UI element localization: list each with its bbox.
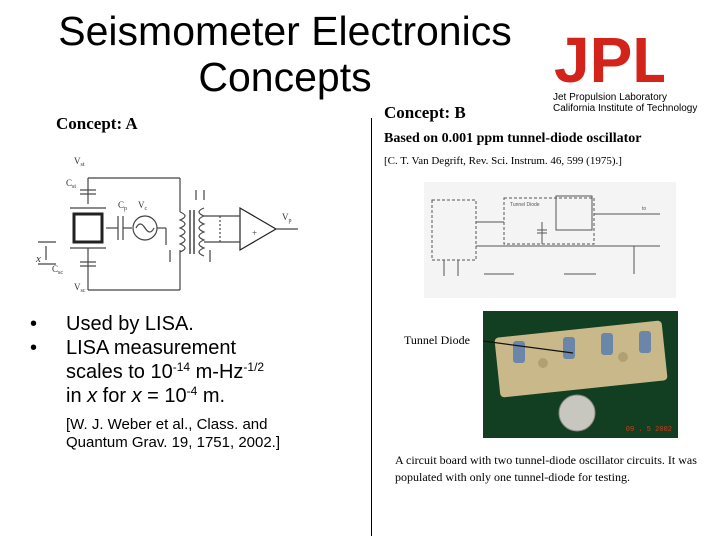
bullet-lisa: Used by LISA. xyxy=(30,312,264,336)
concept-b-schematic: Tunnel Diode to xyxy=(424,182,676,298)
title-line-1: Seismometer Electronics xyxy=(58,8,512,54)
circuit-board-photo: 09 . 5 2002 xyxy=(483,311,678,438)
concept-a-heading: Concept: A xyxy=(56,114,138,133)
concept-a-reference: [W. J. Weber et al., Class. and Quantum … xyxy=(66,416,281,451)
svg-text:x: x xyxy=(35,253,41,265)
svg-text:Cp: Cp xyxy=(118,200,127,212)
svg-text:Vsc: Vsc xyxy=(74,282,86,294)
bullet-measurement-line-2: scales to 10-14 m-Hz-1/2 xyxy=(66,360,265,383)
jpl-logo-mark: JPL xyxy=(554,26,664,90)
svg-text:Tunnel Diode: Tunnel Diode xyxy=(510,202,540,208)
logo-lab-name: Jet Propulsion Laboratory xyxy=(553,92,667,103)
bullet-measurement: LISA measurement xyxy=(30,336,264,360)
concept-b-basis: Based on 0.001 ppm tunnel-diode oscillat… xyxy=(384,131,642,146)
bullet-measurement-line-3: in x for x = 10-4 m. xyxy=(66,384,226,407)
column-divider xyxy=(371,118,372,536)
page-title: Seismometer Electronics Concepts xyxy=(0,8,570,100)
svg-text:Vst: Vst xyxy=(74,156,85,168)
jpl-logo: JPL xyxy=(554,26,664,90)
svg-text:Vc: Vc xyxy=(138,200,148,212)
svg-text:to: to xyxy=(642,206,646,212)
svg-text:Csc: Csc xyxy=(52,264,63,276)
svg-text:+: + xyxy=(252,228,257,238)
circuit-board-drawing xyxy=(483,311,678,438)
concept-b-reference: [C. T. Van Degrift, Rev. Sci. Instrum. 4… xyxy=(384,155,622,167)
photo-date-stamp: 09 . 5 2002 xyxy=(625,426,672,434)
photo-caption: A circuit board with two tunnel-diode os… xyxy=(395,453,697,484)
title-line-2: Concepts xyxy=(198,54,372,100)
tunnel-diode-label: Tunnel Diode xyxy=(404,333,470,347)
concept-a-bullets: Used by LISA. LISA measurement scales to… xyxy=(30,312,264,408)
svg-text:Cst: Cst xyxy=(66,178,76,190)
concept-b-heading: Concept: B xyxy=(384,103,466,122)
concept-a-schematic: Vst Cst Cp Vc Vp + x Csc Vsc xyxy=(35,156,298,294)
svg-text:Vp: Vp xyxy=(282,212,292,224)
logo-institute-name: California Institute of Technology xyxy=(553,103,698,114)
